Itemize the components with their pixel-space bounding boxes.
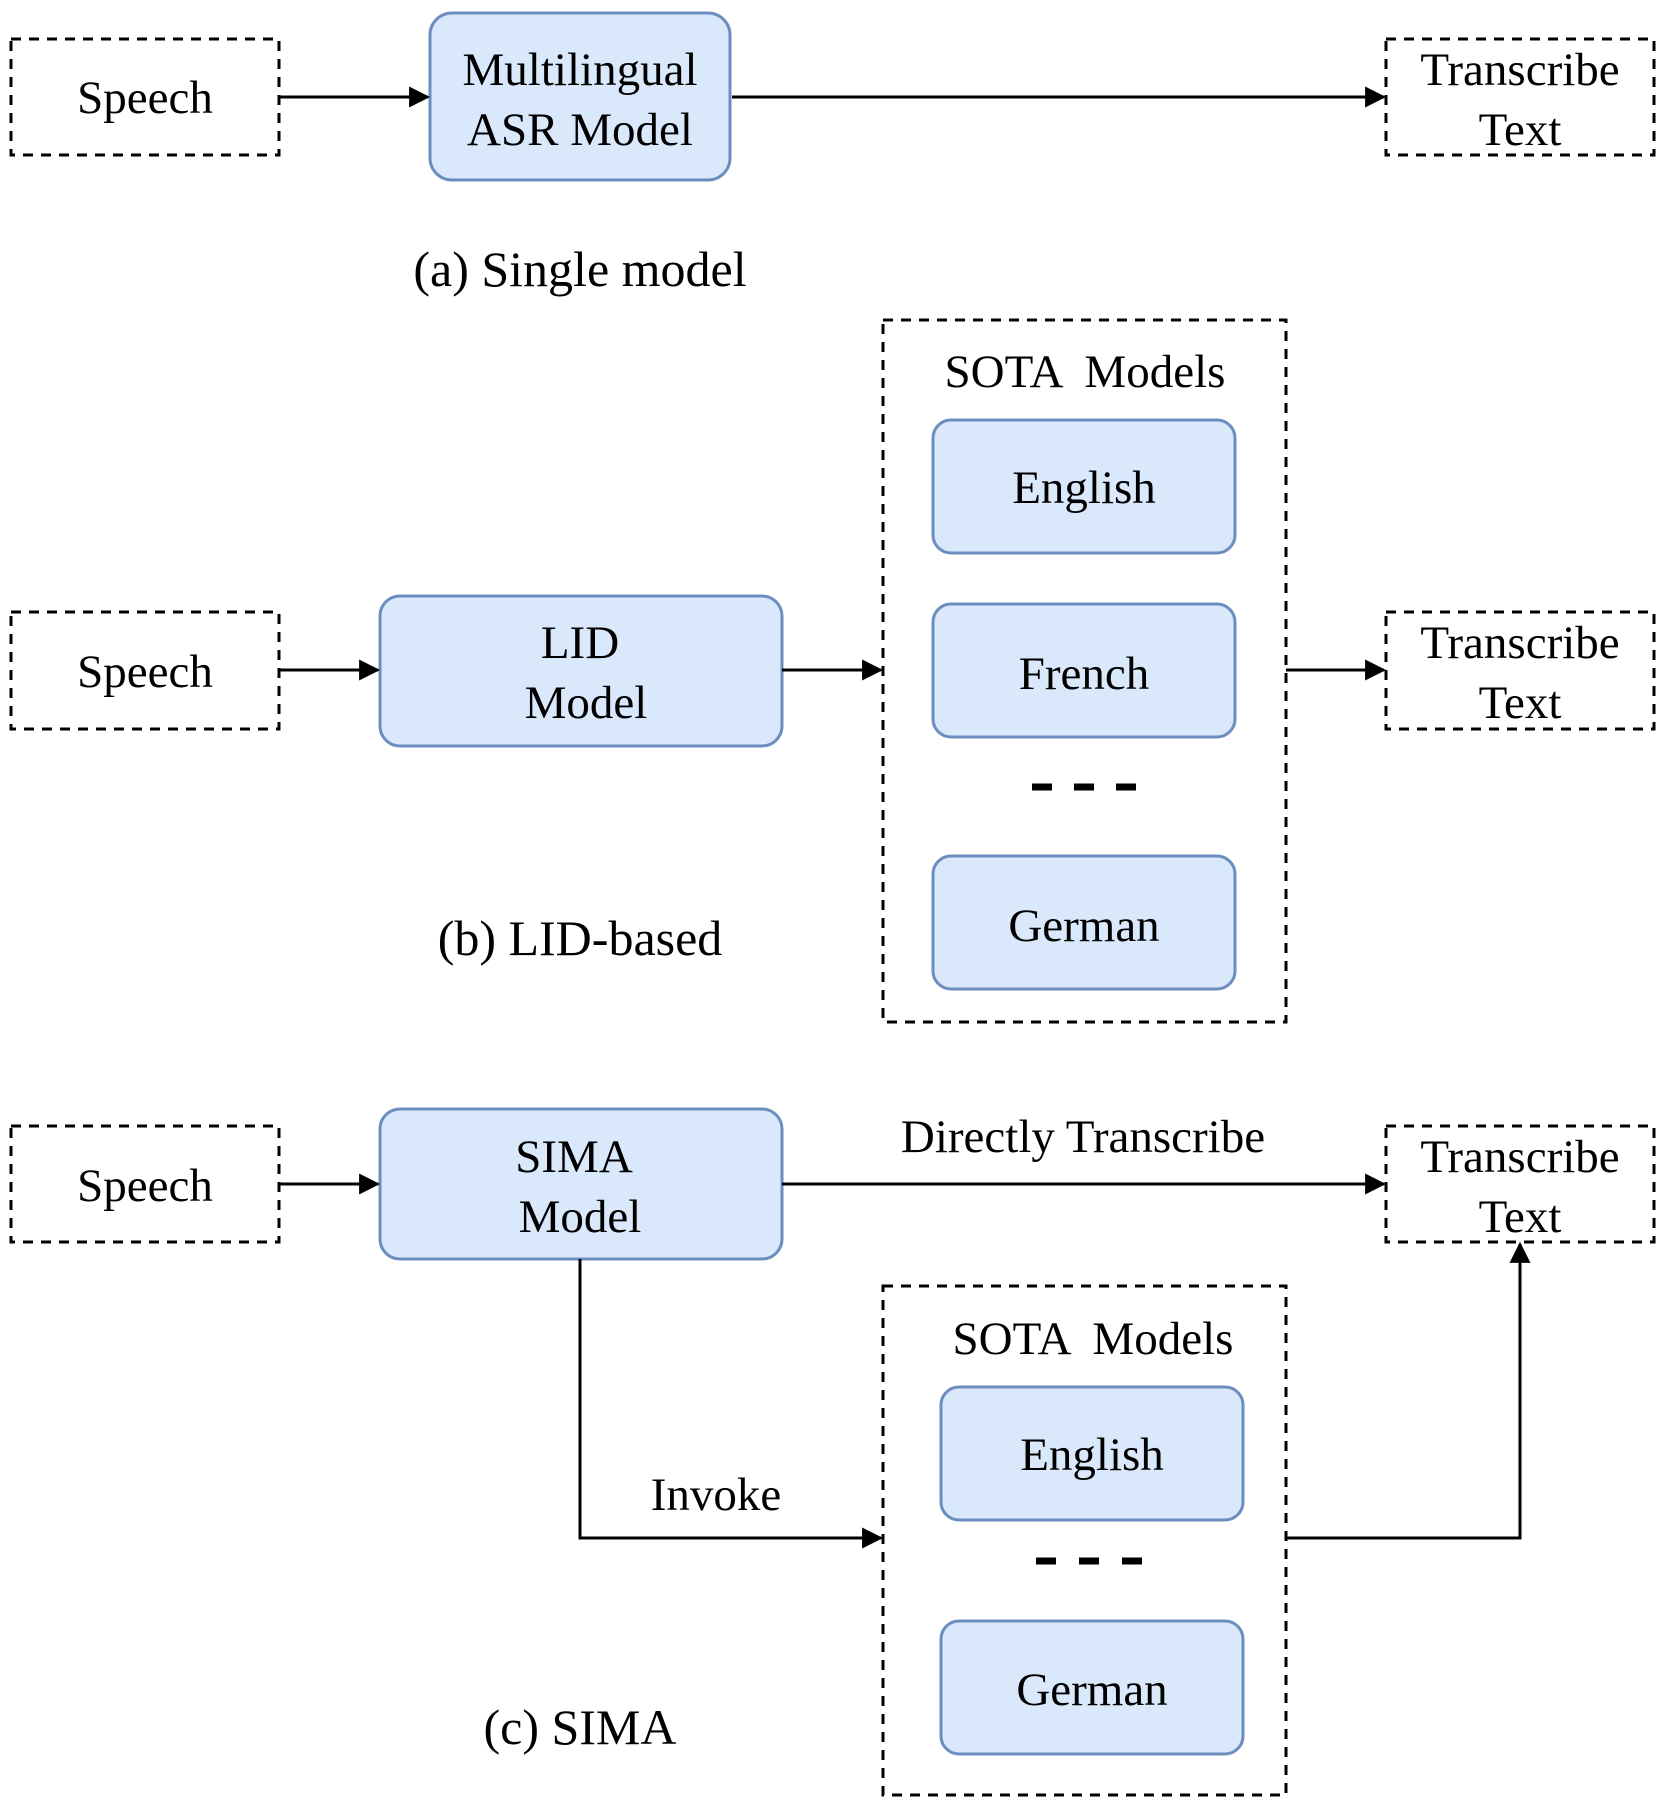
- panel-c-english-label: English: [1020, 1429, 1164, 1481]
- panel-c-german-model: [939, 1619, 1245, 1756]
- panel-b-speech-label: Speech: [77, 646, 213, 698]
- panel-a: Speech Multilingual ASR Model Transcribe…: [9, 11, 1656, 297]
- panel-c-invoke-label: Invoke: [651, 1469, 782, 1521]
- panel-c-arrow-invoke: [578, 1259, 884, 1549]
- panel-c-output-box: [1384, 1124, 1656, 1244]
- panel-c-direct-label: Directly Transcribe: [901, 1111, 1265, 1163]
- panel-b-english-model: [931, 418, 1237, 555]
- panel-b-output-line2: Text: [1479, 677, 1562, 729]
- panel-b-english-label: English: [1012, 462, 1156, 514]
- panel-c-german-label: German: [1016, 1664, 1167, 1716]
- panel-a-speech-box: [9, 37, 281, 157]
- panel-b-german-label: German: [1008, 900, 1159, 952]
- panel-b-french-label: French: [1019, 648, 1150, 700]
- panel-b-caption: (b) LID-based: [438, 910, 723, 966]
- panel-a-output-line1: Transcribe: [1420, 44, 1619, 96]
- panel-b: Speech LID Model SOTA Models English Fre…: [9, 318, 1656, 1024]
- panel-b-output-box: [1384, 610, 1656, 731]
- panel-a-model-line2: ASR Model: [467, 104, 693, 156]
- panel-a-caption: (a) Single model: [413, 241, 746, 297]
- panel-c-speech-box: [9, 1124, 281, 1244]
- panel-b-group-title: SOTA Models: [945, 346, 1226, 398]
- panel-b-french-model: [931, 602, 1237, 739]
- panel-c-english-model: [939, 1385, 1245, 1522]
- panel-c-model-line1: SIMA: [515, 1131, 633, 1183]
- panel-c-output-line2: Text: [1479, 1191, 1562, 1243]
- panel-c-speech-label: Speech: [77, 1160, 213, 1212]
- panel-b-german-model: [931, 854, 1237, 991]
- panel-c-output-line1: Transcribe: [1420, 1131, 1619, 1183]
- panel-c-arrow-sota-to-output: [1286, 1241, 1531, 1540]
- panel-a-model-line1: Multilingual: [463, 44, 698, 96]
- panel-a-speech-label: Speech: [77, 72, 213, 124]
- panel-a-output-line2: Text: [1479, 104, 1562, 156]
- panel-c-group-title: SOTA Models: [953, 1313, 1234, 1365]
- panel-b-model-line2: Model: [525, 677, 648, 729]
- panel-c-caption: (c) SIMA: [483, 1699, 676, 1755]
- panel-b-output-line1: Transcribe: [1420, 617, 1619, 669]
- panel-c-model-line2: Model: [519, 1191, 642, 1243]
- panel-b-model-line1: LID: [541, 617, 619, 669]
- panel-c: Speech SIMA Model Directly Transcribe Tr…: [9, 1107, 1656, 1797]
